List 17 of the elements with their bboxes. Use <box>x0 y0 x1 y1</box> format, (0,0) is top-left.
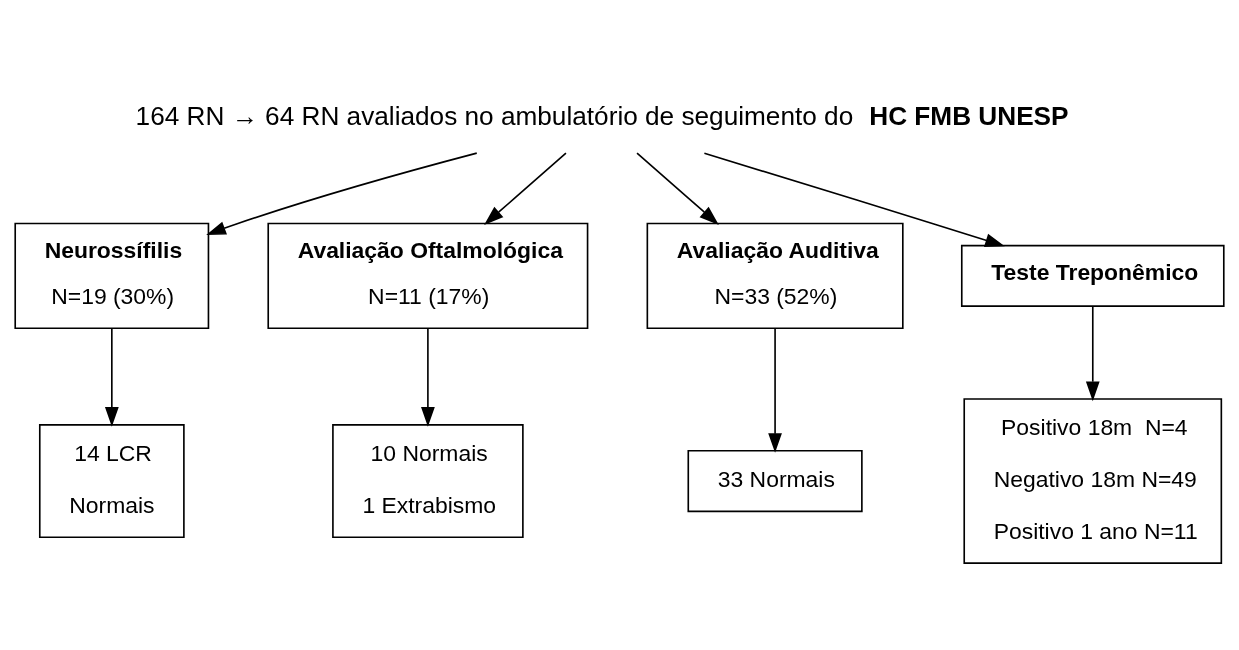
node-box: Avaliação Oftalmológica N=11 (17%) <box>267 222 589 329</box>
arrow <box>421 327 435 427</box>
node-box: Teste Treponêmico <box>960 244 1225 307</box>
node-box: 33 Normais <box>687 449 863 512</box>
node-box: Avaliação Auditiva N=33 (52%) <box>646 222 904 329</box>
node-box: 14 LCR Normais <box>38 423 185 538</box>
arrow <box>484 151 567 225</box>
arrow <box>636 151 719 225</box>
node-text: 164 RN → 64 RN avaliados no ambulatório de seguimento do HC FMB UNESP <box>135 100 1069 131</box>
node-box: 10 Normais 1 Extrabismo <box>332 423 524 538</box>
arrow <box>768 327 782 453</box>
arrow <box>206 151 478 235</box>
arrow <box>703 151 1005 247</box>
arrow <box>1085 305 1100 401</box>
node-box: Positivo 18m N=4 Negativo 18m N=49 Positivo 1 ano N=11 <box>963 397 1223 564</box>
arrow <box>104 327 119 427</box>
node-box: Neurossífilis N=19 (30%) <box>14 222 210 329</box>
